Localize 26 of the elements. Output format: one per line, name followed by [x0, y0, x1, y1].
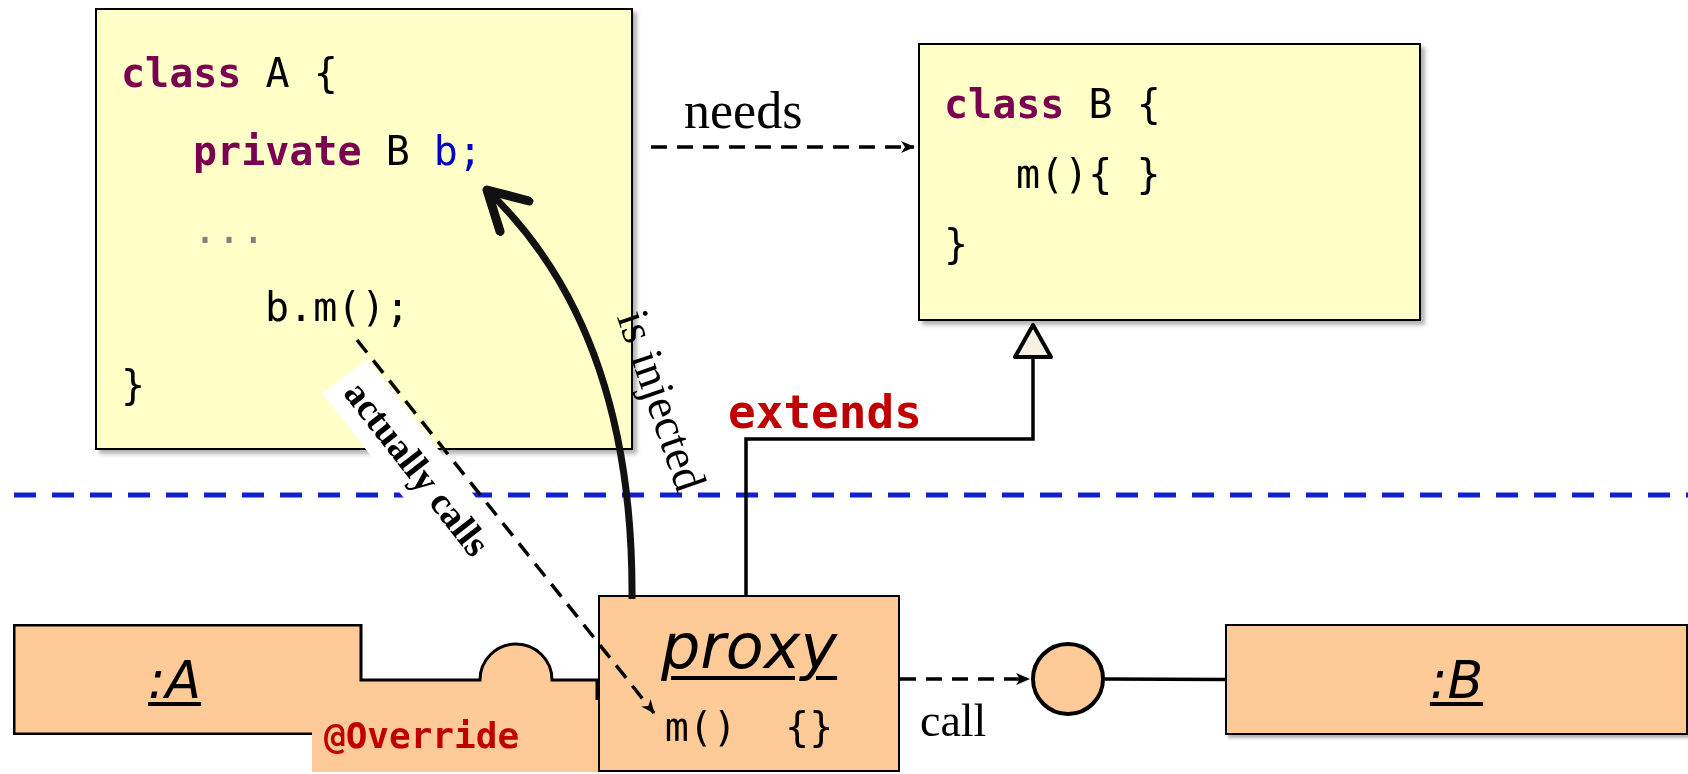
instance-name: :A — [148, 648, 202, 712]
edge-label: call — [920, 694, 987, 748]
proxy-box — [598, 595, 900, 772]
interface-circle — [1031, 642, 1105, 716]
code-line: } — [121, 361, 146, 410]
annotation-box — [312, 700, 598, 772]
code-line: m(){ } — [1015, 150, 1161, 199]
code-line: class B { — [944, 80, 1161, 129]
arrow — [900, 673, 1030, 685]
class-box — [918, 43, 1421, 321]
proxy-title: proxy — [660, 609, 838, 685]
instance-name: :B — [1429, 648, 1484, 712]
annotation-text: @Override — [324, 714, 520, 758]
arrow — [482, 185, 636, 600]
code-line: ... — [192, 205, 266, 254]
arrow — [744, 323, 1053, 595]
arrow — [651, 141, 915, 153]
code-line: private B b; — [192, 127, 483, 176]
edge-label: needs — [684, 81, 803, 141]
method-text: m() {} — [664, 703, 834, 752]
edge-label: extends — [728, 384, 922, 441]
code-line: class A { — [121, 49, 338, 98]
code-line: } — [944, 220, 969, 269]
arrow — [355, 338, 656, 715]
object-box — [1225, 624, 1688, 735]
code-line: b.m(); — [264, 283, 410, 332]
